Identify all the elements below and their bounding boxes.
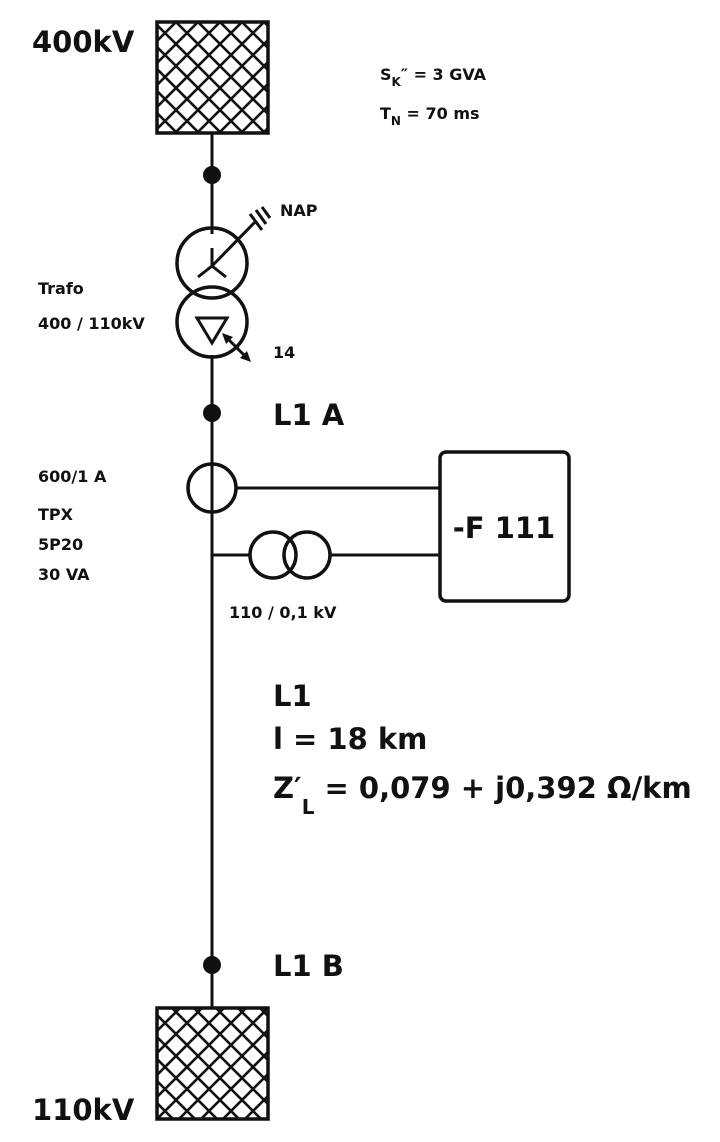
line-length: l = 18 km <box>273 722 427 756</box>
tn-symbol: T <box>380 104 391 123</box>
ct-class: 5P20 <box>38 535 83 554</box>
star-winding-icon <box>197 248 227 279</box>
grid-110kv <box>155 1006 270 1121</box>
vt-ratio: 110 / 0,1 kV <box>229 603 337 622</box>
grid-400kv-label: 400kV <box>32 25 135 59</box>
transformer-name: Trafo <box>38 279 84 298</box>
tn-subscript: N <box>391 114 401 128</box>
nap-label: NAP <box>280 201 318 220</box>
transformer-symbol <box>175 206 272 362</box>
node-hv-busbar <box>203 166 221 184</box>
transformer-ratio: 400 / 110kV <box>38 314 145 333</box>
protection-relay-box <box>438 450 571 603</box>
tap-position-label: 14 <box>273 343 295 362</box>
transformer-secondary-winding <box>175 285 249 359</box>
ct-burden: 30 VA <box>38 565 90 584</box>
sk-value: ″ = 3 GVA <box>401 65 487 84</box>
tap-changer-icon <box>222 333 251 362</box>
sk-symbol: S <box>380 65 392 84</box>
svg-text:TN = 70 ms: TN = 70 ms <box>380 104 480 128</box>
voltage-transformer-icon <box>248 530 332 580</box>
neutral-earthing-icon <box>210 206 272 268</box>
line-impedance-subscript: L <box>302 795 315 819</box>
tn-value: = 70 ms <box>401 104 480 123</box>
ct-specification: 600/1 A TPX 5P20 30 VA <box>38 467 107 584</box>
grid-400kv <box>155 20 270 135</box>
ct-ratio: 600/1 A <box>38 467 107 486</box>
transformer-primary-winding <box>175 226 249 300</box>
line-parameters: L1 l = 18 km Z′L = 0,079 + j0,392 Ω/km <box>273 679 692 819</box>
sk-subscript: K <box>392 75 402 89</box>
svg-text:Z′L = 0,079 + j0,392 Ω/km: Z′L = 0,079 + j0,392 Ω/km <box>273 771 692 819</box>
node-l1a <box>203 404 221 422</box>
svg-text:SK″ = 3 GVA: SK″ = 3 GVA <box>380 65 487 89</box>
grid-110kv-label: 110kV <box>32 1093 135 1127</box>
relay-label: -F 111 <box>453 511 555 545</box>
delta-winding-icon <box>194 316 230 346</box>
line-impedance-symbol: Z′ <box>273 771 302 805</box>
bus-l1a-label: L1 A <box>273 398 345 432</box>
line-impedance-value: = 0,079 + j0,392 Ω/km <box>314 771 691 805</box>
line-name: L1 <box>273 679 312 713</box>
bus-l1b-label: L1 B <box>273 949 344 983</box>
source-parameters: SK″ = 3 GVA TN = 70 ms <box>380 65 487 128</box>
node-l1b <box>203 956 221 974</box>
ct-type: TPX <box>38 505 74 524</box>
